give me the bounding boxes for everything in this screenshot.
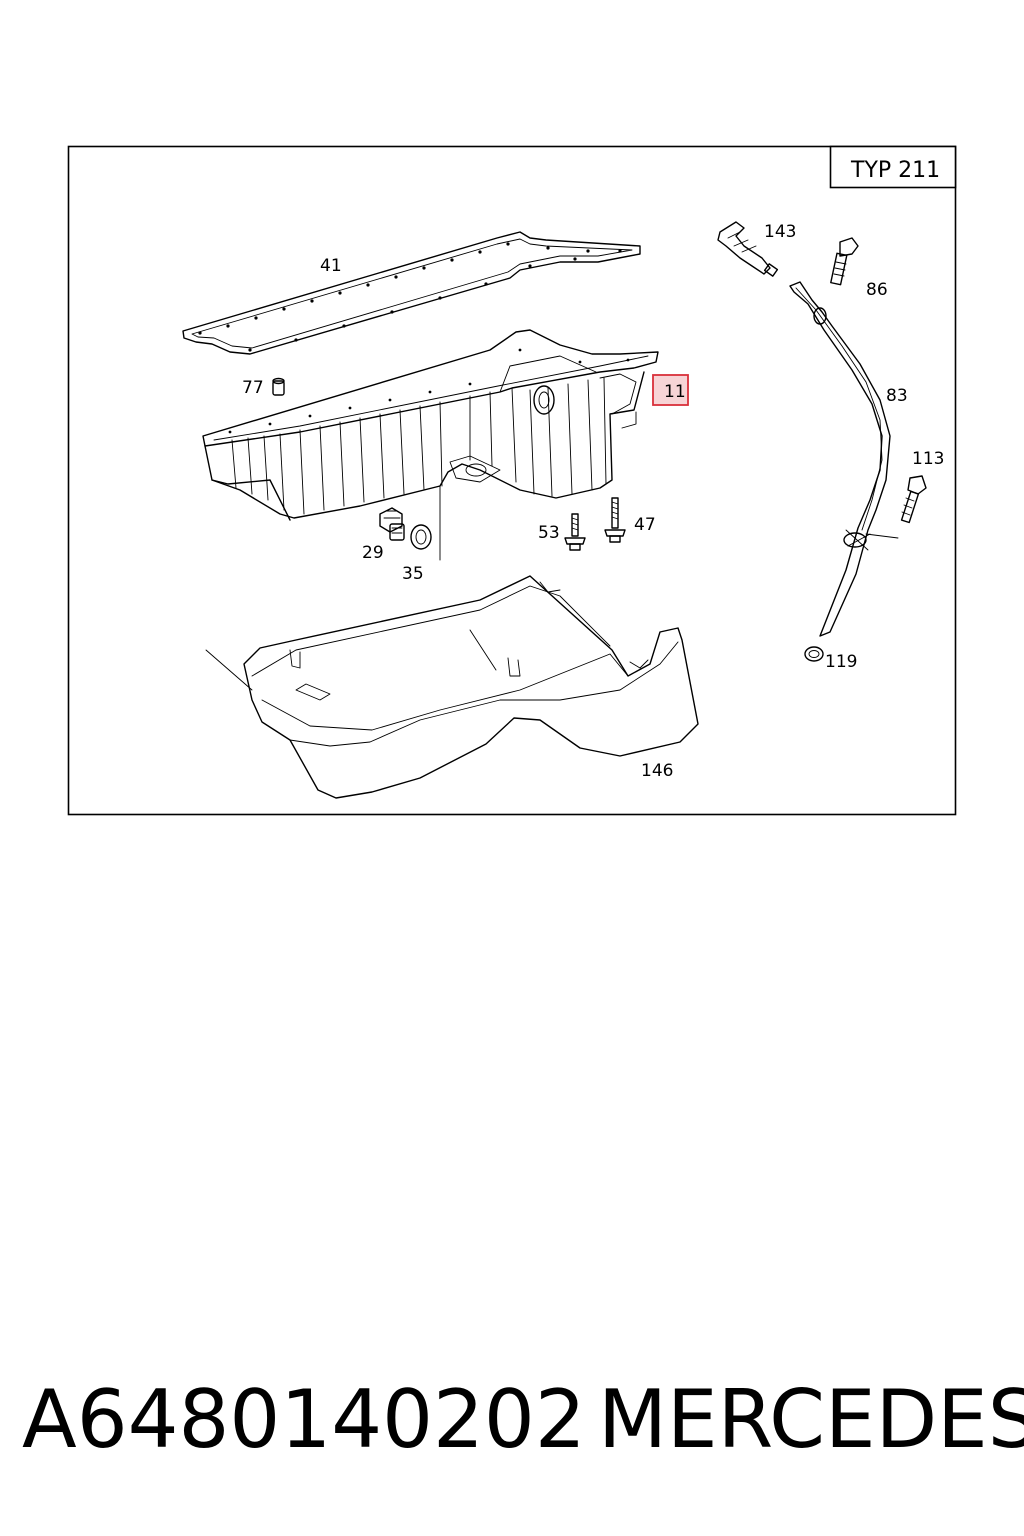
dipstick-tube-83: [789, 281, 899, 637]
callout-47: 47: [634, 515, 656, 535]
plug-77: [272, 377, 285, 396]
callout-143: 143: [764, 222, 796, 242]
callout-86: 86: [866, 280, 888, 300]
callout-41: 41: [320, 256, 342, 276]
callout-11: 11: [664, 382, 686, 402]
part-number: A6480140202: [22, 1373, 586, 1466]
footer: A6480140202 MERCEDES: [0, 1370, 1024, 1470]
type-label: TYP 211: [850, 158, 940, 183]
brand-name: MERCEDES: [598, 1373, 1024, 1466]
type-label-box: TYP 211: [829, 145, 957, 189]
drain-plug-29: [379, 507, 405, 541]
bolt-86: [830, 237, 859, 286]
callout-29: 29: [362, 543, 384, 563]
callout-77: 77: [242, 378, 264, 398]
screw-53: [564, 513, 586, 551]
callout-113: 113: [912, 449, 944, 469]
oring-119: [804, 646, 824, 662]
oil-pan-11: [202, 329, 659, 561]
callout-146: 146: [641, 761, 673, 781]
washer-35: [410, 524, 432, 550]
callout-83: 83: [886, 386, 908, 406]
callout-11-highlight: 11: [652, 374, 689, 406]
callout-119: 119: [825, 652, 857, 672]
diagram-frame: [67, 145, 957, 816]
underbody-panel-146: [205, 575, 699, 799]
callout-35: 35: [402, 564, 424, 584]
screw-47: [604, 497, 626, 543]
sensor-143: [717, 221, 779, 277]
gasket-41: [182, 231, 641, 355]
callout-53: 53: [538, 523, 560, 543]
bolt-113: [900, 475, 927, 524]
